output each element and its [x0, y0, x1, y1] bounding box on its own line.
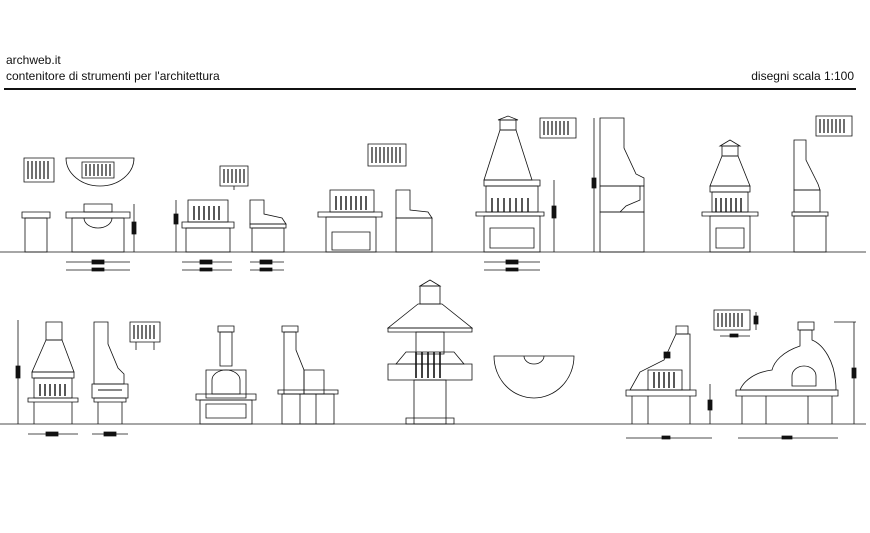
- bbq-9-plan: [714, 310, 758, 337]
- bbq-1-plan: [24, 158, 54, 182]
- bbq-8-front-elevation: [388, 280, 472, 424]
- bbq-4-side-elevation: [592, 118, 644, 252]
- bbq-2-side-elevation: [250, 200, 286, 271]
- bbq-2-plan: [220, 166, 248, 190]
- bbq-6-side-elevation: [92, 322, 128, 436]
- bbq-1-top-view: [66, 158, 134, 186]
- bbq-9-side-elevation: [736, 322, 856, 439]
- bbq-6-front-elevation: [16, 320, 78, 436]
- bbq-5-front-elevation: [702, 140, 758, 252]
- bbq-3-side-elevation: [396, 190, 432, 252]
- site-name: archweb.it: [6, 53, 61, 67]
- site-subtitle: contenitore di strumenti per l'architett…: [6, 69, 220, 83]
- bbq-6-plan: [130, 322, 160, 350]
- drawing-scale-label: disegni scala 1:100: [751, 69, 854, 83]
- bbq-7-front-elevation: [196, 326, 256, 424]
- bbq-9-front-elevation: [626, 326, 712, 439]
- bbq-2-front-elevation: [174, 200, 234, 271]
- bbq-7-side-elevation: [278, 326, 338, 424]
- bbq-5-side-elevation: [792, 140, 828, 252]
- bbq-3-front-elevation: [318, 190, 382, 252]
- bbq-4-front-elevation: [476, 116, 556, 271]
- bbq-3-plan: [368, 144, 406, 166]
- bbq-1-front-elevation: [66, 204, 136, 271]
- bbq-1-side-elevation: [22, 212, 50, 252]
- bbq-4-plan: [540, 118, 576, 138]
- header-rule: [4, 88, 856, 90]
- bbq-5-plan: [816, 116, 852, 136]
- bbq-8-plan: [494, 356, 574, 398]
